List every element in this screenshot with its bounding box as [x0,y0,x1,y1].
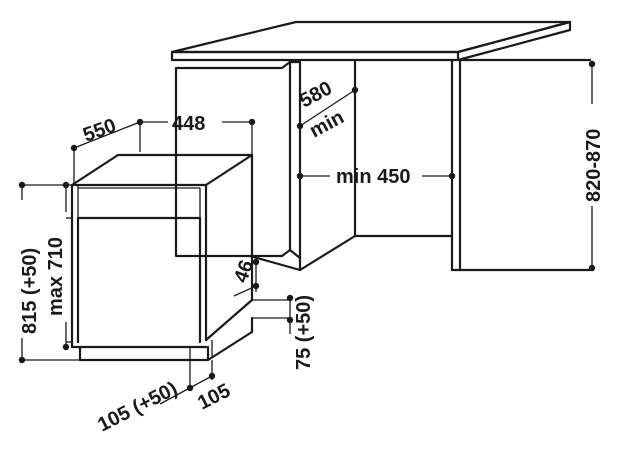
dimension-580: 580 min [296,77,359,142]
dimension-75: 75 (+50) [252,294,315,370]
dimension-105-label: 105 [194,380,234,415]
dimension-max-710-label: max 710 [45,237,67,316]
dimension-75-label: 75 (+50) [293,295,315,370]
dimension-105-plus50-label: 105 (+50) [94,378,181,437]
dimension-550: 550 [70,115,144,185]
dimension-580-min-label: min [306,106,348,142]
dimension-815-label: 815 (+50) [19,248,41,334]
dimension-46: 46 [230,257,260,297]
dimension-min-450-label: min 450 [336,166,410,188]
niche-back-wall [353,58,592,272]
plinth [78,316,254,362]
niche-left-wall [174,60,357,272]
countertop [170,20,572,62]
dimension-min-450: min 450 [296,166,456,188]
dimension-448-label: 448 [172,113,205,135]
dishwasher [70,153,254,349]
dimension-815: 815 (+50) [18,181,80,364]
dimension-820-870: 820-870 [583,60,605,272]
dimension-820-870-label: 820-870 [583,129,605,202]
dimension-448: 448 [140,113,256,155]
dimension-max-710: max 710 [45,181,72,351]
dimension-550-label: 550 [80,115,119,147]
